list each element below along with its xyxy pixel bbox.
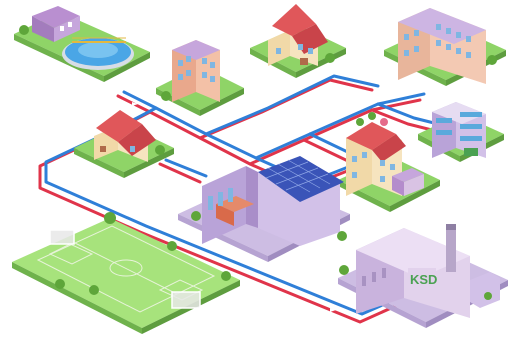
goal-bottom — [171, 291, 201, 309]
cottage-red-roof — [74, 110, 174, 178]
water-treatment-plant — [14, 6, 150, 82]
apartment-building-small — [156, 40, 244, 116]
apartment-block-large — [384, 8, 506, 86]
solar-sports-hall — [178, 156, 350, 262]
factory-power-plant: KSD — [338, 224, 508, 328]
townhouse-top — [250, 4, 346, 78]
rooftop-garden-house — [338, 112, 440, 212]
office-building — [418, 102, 504, 162]
factory-logo: KSD — [410, 272, 437, 287]
goal-top — [49, 229, 75, 245]
football-field — [12, 212, 240, 334]
